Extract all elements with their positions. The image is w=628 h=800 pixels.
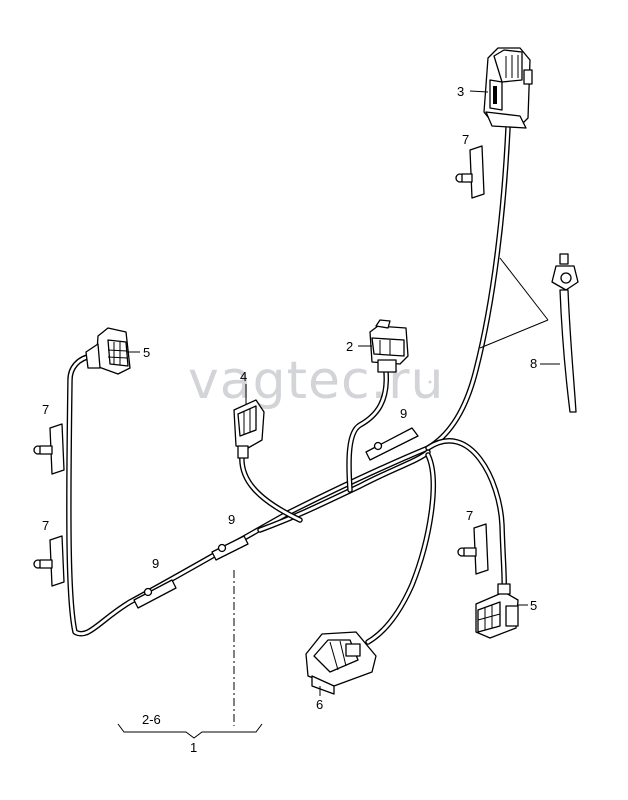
callout-2-6: 2-6 <box>142 712 161 727</box>
leader-lines <box>117 90 560 739</box>
callout-9-left: 9 <box>152 556 159 571</box>
callout-6: 6 <box>316 697 323 712</box>
callout-9-middle: 9 <box>228 512 235 527</box>
cable-tie-8 <box>551 253 579 413</box>
watermark-text: vagtec.ru <box>188 351 444 411</box>
clip-9-left <box>133 579 177 609</box>
callout-5-left: 5 <box>143 345 150 360</box>
callout-7-left-lower: 7 <box>42 518 49 533</box>
callout-9-right: 9 <box>400 406 407 421</box>
callout-7-top: 7 <box>462 132 469 147</box>
callout-8: 8 <box>530 356 537 371</box>
callout-labels: 3 7 2 4 5 8 7 9 9 7 7 9 5 6 2-6 1 <box>42 84 537 755</box>
clip-7-left-lower <box>33 535 65 587</box>
connector-6 <box>305 631 377 695</box>
callout-5-right: 5 <box>530 598 537 613</box>
connector-3 <box>483 47 533 129</box>
connector-5-left <box>85 327 131 375</box>
callout-7-left-upper: 7 <box>42 402 49 417</box>
clip-7-top <box>455 145 485 199</box>
clip-7-right <box>457 523 489 575</box>
callout-7-right: 7 <box>466 508 473 523</box>
callout-4: 4 <box>240 369 247 384</box>
clip-7-left-upper <box>33 423 65 475</box>
connector-2 <box>369 319 409 373</box>
clip-9-middle <box>211 535 249 561</box>
callout-3: 3 <box>457 84 464 99</box>
callout-2: 2 <box>346 339 353 354</box>
connector-5-right <box>475 583 519 639</box>
callout-1: 1 <box>190 740 197 755</box>
connector-4 <box>233 399 265 459</box>
clip-9-right <box>365 427 419 461</box>
